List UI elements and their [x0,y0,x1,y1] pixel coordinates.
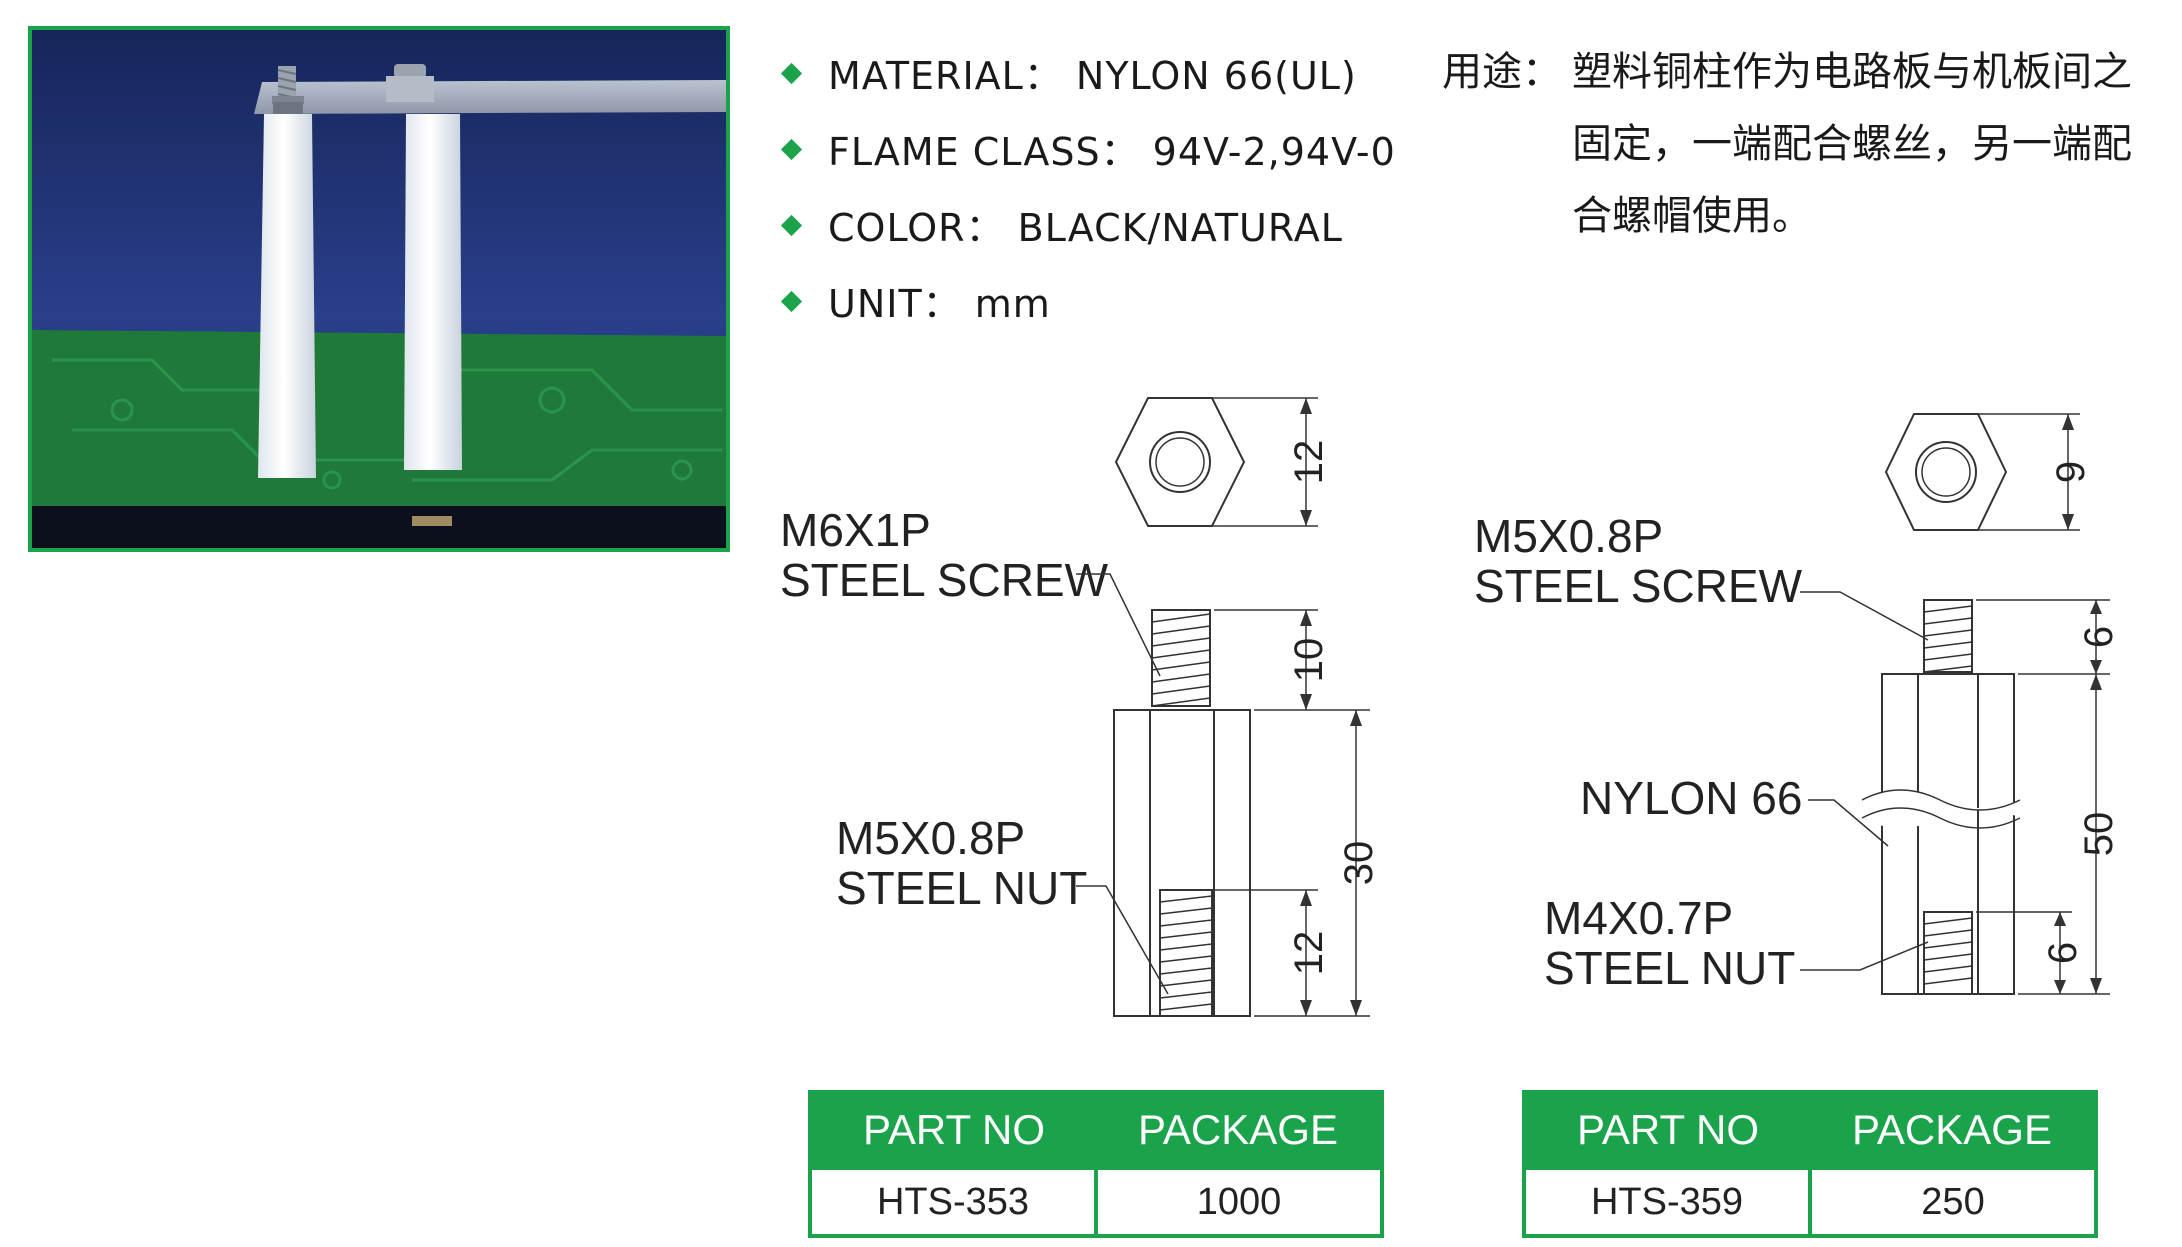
nut-size-label: M5X0.8P [836,812,1025,864]
table-header-row: PART NO PACKAGE [1524,1092,2096,1168]
header-part-no: PART NO [810,1092,1096,1168]
header-package: PACKAGE [1096,1092,1382,1168]
dim-nut: 12 [1287,931,1331,976]
screw-label: STEEL SCREW [1474,560,1803,612]
dim-hex: 12 [1287,440,1331,485]
header-package: PACKAGE [1810,1092,2096,1168]
material-label: NYLON 66 [1580,772,1802,824]
usage-label: 用途： [1442,49,1562,95]
part-table-hts-353: PART NO PACKAGE HTS-353 1000 [808,1090,1384,1238]
nut-thread [1159,889,1213,1017]
cell-part-no: HTS-359 [1522,1166,1812,1238]
cell-package: 250 [1808,1166,2098,1238]
dim-body: 30 [1337,841,1381,886]
spec-unit-text: UNIT： mm [828,282,1051,326]
spec-color-text: COLOR： BLACK/NATURAL [828,206,1343,250]
table-header-row: PART NO PACKAGE [810,1092,1382,1168]
spacer-photo-image [32,30,726,548]
hex-top-view [1884,413,2008,531]
screw-thread [1923,599,1973,673]
dim-screw: 6 [2077,626,2121,648]
product-photo [28,26,730,552]
nut-size-label: M4X0.7P [1544,892,1733,944]
dim-nut: 6 [2041,942,2085,964]
nut-label: STEEL NUT [836,862,1087,914]
usage-text: 塑料铜柱作为电路板与机板间之固定，一端配合螺丝，另一端配合螺帽使用。 [1572,49,2132,239]
part-table-hts-359: PART NO PACKAGE HTS-359 250 [1522,1090,2098,1238]
screw-label: STEEL SCREW [780,554,1109,606]
spec-color: COLOR： BLACK/NATURAL [780,200,1400,276]
nylon-body [1881,673,2015,995]
nylon-body [1113,709,1251,1017]
header-part-no: PART NO [1524,1092,1810,1168]
screw-size-label: M5X0.8P [1474,510,1663,562]
cell-package: 1000 [1094,1166,1384,1238]
drawing-hts-359: 9 6 50 6 M5X0.8P STEEL SCREW NYLON 66 M4… [1474,413,2121,995]
screw-size-label: M6X1P [780,504,931,556]
dim-body: 50 [2077,812,2121,857]
nut-label: STEEL NUT [1544,942,1795,994]
spec-unit: UNIT： mm [780,276,1400,352]
cell-part-no: HTS-353 [808,1166,1098,1238]
dim-screw: 10 [1287,638,1331,683]
nut-thread [1923,911,1973,995]
specification-list: MATERIAL： NYLON 66(UL) FLAME CLASS： 94V-… [780,48,1400,352]
spec-flame-class: FLAME CLASS： 94V-2,94V-0 [780,124,1400,200]
table-row: HTS-359 250 [1522,1166,2098,1238]
dim-hex: 9 [2049,461,2093,483]
table-row: HTS-353 1000 [808,1166,1384,1238]
spec-flame-class-text: FLAME CLASS： 94V-2,94V-0 [828,130,1396,174]
hex-top-view [1114,397,1246,527]
spec-material-text: MATERIAL： NYLON 66(UL) [828,54,1357,98]
drawing-hts-353: 12 10 12 30 M6X1P STEEL SCREW M5X0.8P ST… [780,397,1381,1017]
spec-material: MATERIAL： NYLON 66(UL) [780,48,1400,124]
